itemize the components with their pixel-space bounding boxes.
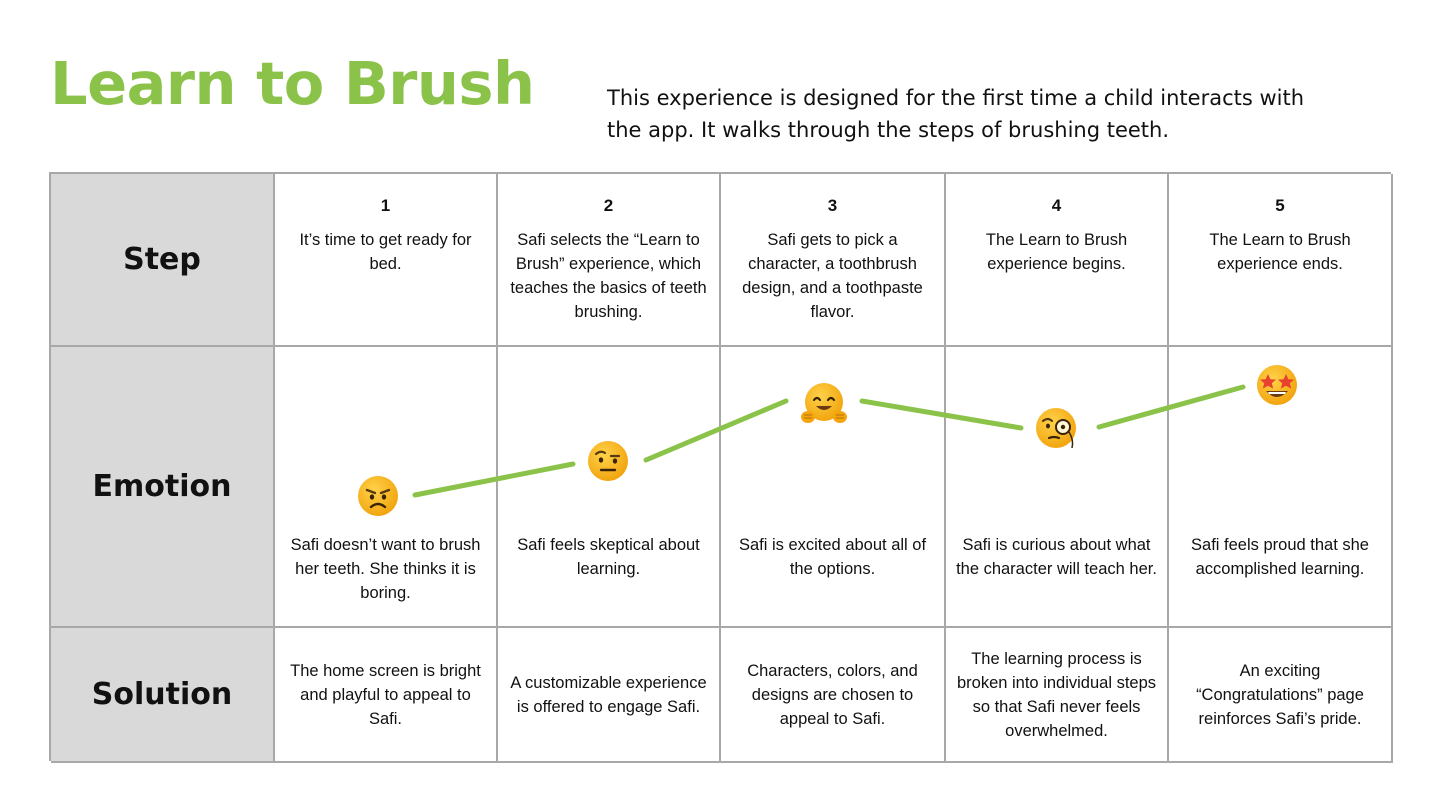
hugging-face-icon (801, 383, 847, 423)
page-title: Learn to Brush (50, 49, 535, 118)
step-number: 2 (603, 196, 614, 215)
solution-cell-4: The learning process is broken into indi… (946, 628, 1169, 763)
step-text: The Learn to Brush experience ends. (1209, 231, 1351, 273)
angry-face-icon (358, 476, 398, 516)
row-header-step: Step (51, 174, 275, 347)
solution-cell-1: The home screen is bright and playful to… (275, 628, 498, 763)
solution-text: A customizable experience is offered to … (510, 673, 707, 716)
step-number: 5 (1275, 196, 1285, 215)
solution-text: The learning process is broken into indi… (956, 649, 1157, 740)
step-number: 1 (380, 196, 391, 215)
emotion-text: Safi doesn’t want to brush her teeth. Sh… (290, 536, 481, 602)
monocle-face-icon (1036, 408, 1076, 449)
solution-text: An exciting “Congratulations” page reinf… (1196, 661, 1364, 728)
emotion-text: Safi feels proud that she accomplished l… (1191, 536, 1369, 578)
emotion-cell-3: Safi is excited about all of the options… (721, 347, 946, 628)
emotion-text: Safi feels skeptical about learning. (517, 536, 700, 578)
emotion-text: Safi is curious about what the character… (956, 536, 1157, 578)
raised-eyebrow-face-icon (588, 441, 628, 481)
step-number: 4 (1051, 196, 1062, 215)
step-text: Safi selects the “Learn to Brush” experi… (510, 231, 707, 321)
emotion-text: Safi is excited about all of the options… (738, 536, 927, 578)
row-header-solution: Solution (51, 628, 275, 763)
solution-cell-3: Characters, colors, and designs are chos… (721, 628, 946, 763)
row-header-emotion: Emotion (51, 347, 275, 628)
solution-cell-5: An exciting “Congratulations” page reinf… (1169, 628, 1393, 763)
step-text: It’s time to get ready for bed. (299, 231, 472, 273)
emotion-cell-1: Safi doesn’t want to brush her teeth. Sh… (275, 347, 498, 628)
solution-cell-2: A customizable experience is offered to … (498, 628, 721, 763)
star-struck-face-icon (1257, 365, 1297, 405)
solution-text: Characters, colors, and designs are chos… (747, 661, 918, 728)
page-description: This experience is designed for the firs… (607, 86, 1305, 142)
step-text: Safi gets to pick a character, a toothbr… (742, 231, 923, 321)
emotion-cell-2: Safi feels skeptical about learning. (498, 347, 721, 628)
solution-text: The home screen is bright and playful to… (290, 661, 481, 728)
emotion-cell-5: Safi feels proud that she accomplished l… (1169, 347, 1393, 628)
step-number: 3 (827, 196, 838, 215)
step-text: The Learn to Brush experience begins. (985, 231, 1128, 273)
emotion-cell-4: Safi is curious about what the character… (946, 347, 1169, 628)
